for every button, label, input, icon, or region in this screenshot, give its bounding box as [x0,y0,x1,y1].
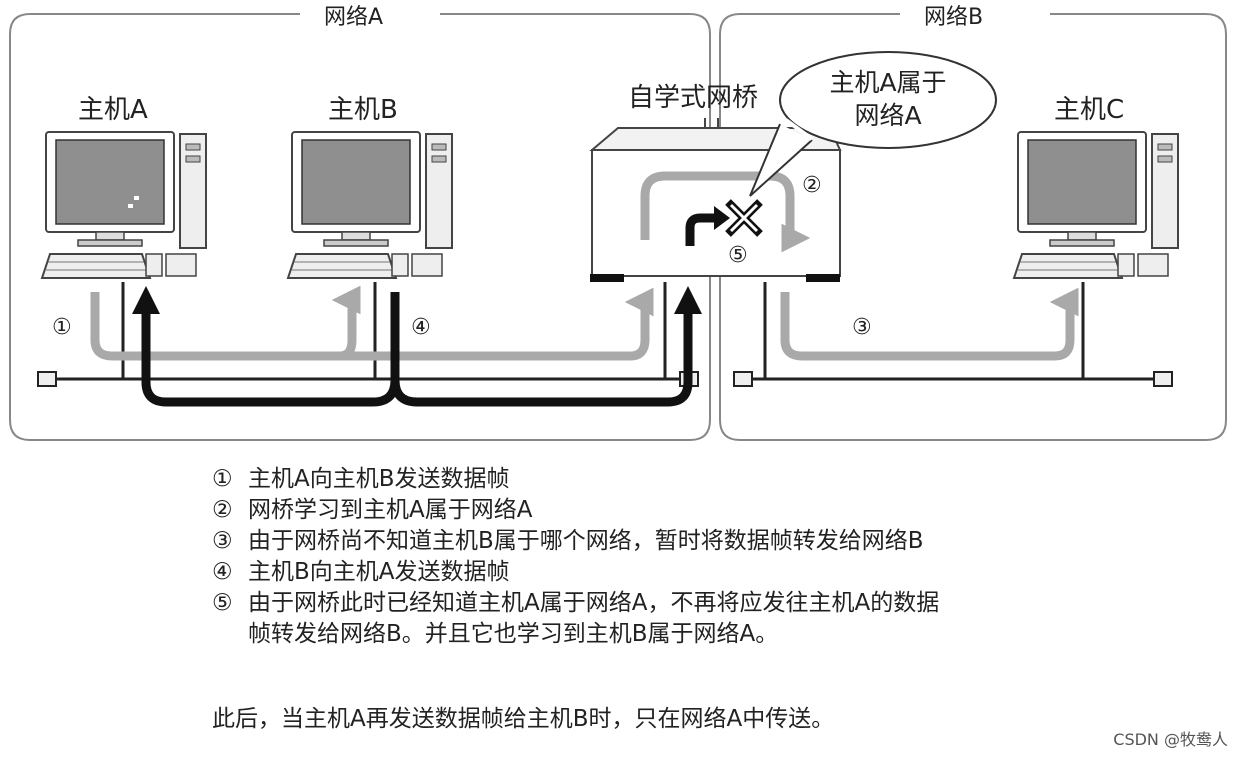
step-5-marker: ⑤ [728,243,748,268]
callout-line-2: 网络A [854,101,921,130]
legend-mark: ④ [212,559,233,585]
legend-mark: ⑤ [212,590,233,616]
bridge-label: 自学式网桥 [628,83,758,113]
step-3-marker: ③ [852,315,872,340]
bridge-learning-diagram: 网络A 网络B [9,5,1227,441]
step-4-marker: ④ [411,315,431,340]
legend-item: ② 网桥学习到主机A属于网络A [212,495,1172,526]
legend-item: ③ 由于网桥尚不知道主机B属于哪个网络，暂时将数据帧转发给网络B [212,526,1172,557]
step-2-marker: ② [802,173,822,198]
gray-frame-path [90,285,1079,361]
black-frame-path [141,292,693,407]
legend-text: 主机A向主机B发送数据帧 [248,466,510,492]
network-a-cable [37,282,699,387]
legend-text: 网桥学习到主机A属于网络A [248,497,533,523]
network-b-cable [733,282,1173,387]
watermark: CSDN @牧鸯人 [1113,730,1228,749]
host-c-label: 主机C [1054,95,1124,125]
arrow-head-to-bridge [674,286,702,314]
self-learning-bridge: 自学式网桥 [589,83,842,282]
host-a-label: 主机A [78,95,148,125]
legend-text: 主机B向主机A发送数据帧 [248,559,510,585]
host-b-computer [287,131,453,279]
legend-item: ④ 主机B向主机A发送数据帧 [212,557,1172,588]
callout-line-1: 主机A属于 [829,68,946,97]
legend-item: ⑤ 由于网桥此时已经知道主机A属于网络A，不再将应发往主机A的数据 [212,588,1172,619]
host-a-computer [41,131,207,279]
legend-mark: ② [212,497,233,523]
legend-continuation: 帧转发给网络B。并且它也学习到主机B属于网络A。 [248,621,779,647]
legend-item: ① 主机A向主机B发送数据帧 [212,464,1172,495]
bridge-callout: 主机A属于 网络A [749,51,997,197]
blocked-x-icon [725,199,763,237]
legend-mark: ① [212,466,233,492]
conclusion-text: 此后，当主机A再发送数据帧给主机B时，只在网络A中传送。 [212,706,835,732]
legend-mark: ③ [212,528,233,554]
network-a-frame: 网络A [9,5,711,441]
step-1-marker: ① [52,315,72,340]
legend-text: 由于网桥此时已经知道主机A属于网络A，不再将应发往主机A的数据 [248,590,940,616]
network-b-label: 网络B [924,5,983,30]
step-legend: ① 主机A向主机B发送数据帧 ② 网桥学习到主机A属于网络A ③ 由于网桥尚不知道主机… [212,464,1172,650]
network-b-frame: 网络B [719,5,1227,441]
network-a-label: 网络A [324,5,383,30]
host-c-computer [1013,131,1179,279]
host-b-label: 主机B [328,95,398,125]
legend-text: 由于网桥尚不知道主机B属于哪个网络，暂时将数据帧转发给网络B [248,528,924,554]
arrow-head-to-host-a [132,286,160,314]
